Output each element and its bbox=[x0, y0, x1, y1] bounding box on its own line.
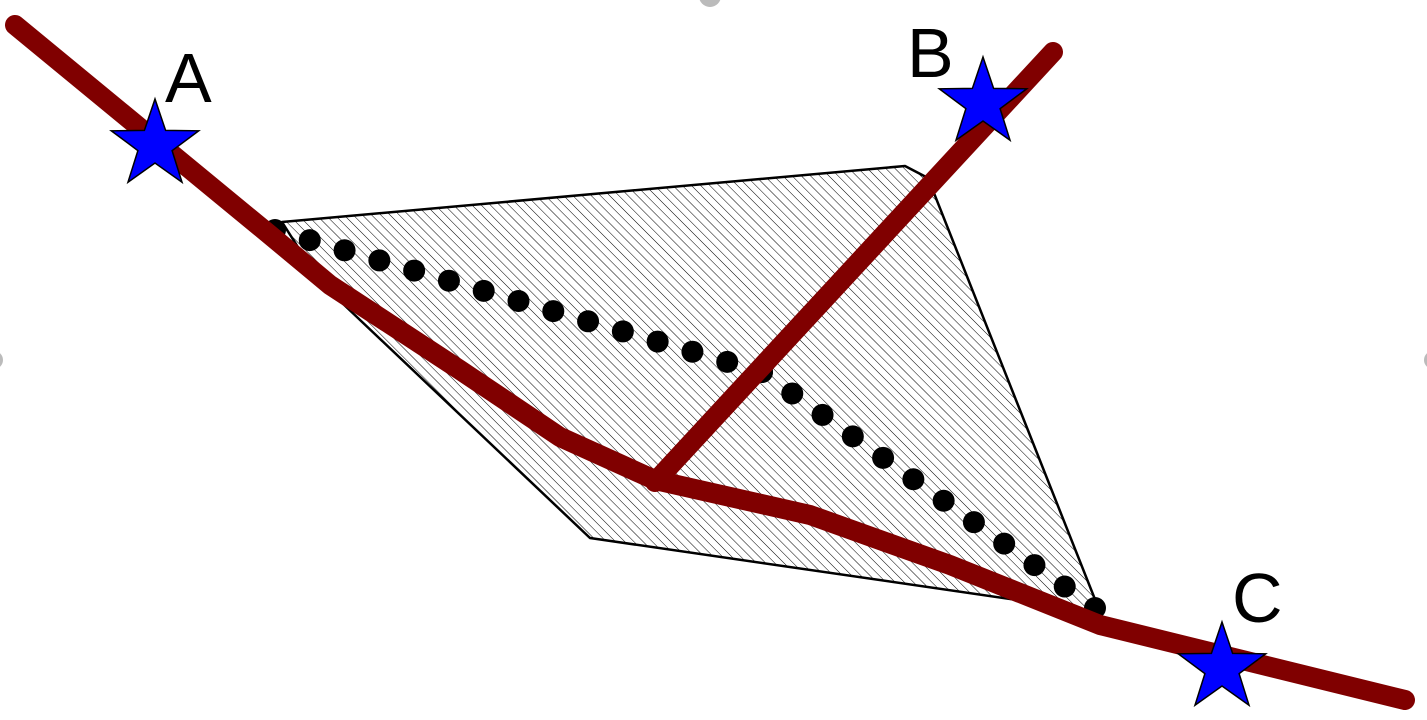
star-icon-b bbox=[937, 54, 1029, 143]
path-dot bbox=[298, 229, 321, 252]
path-dot bbox=[472, 279, 495, 302]
path-dot bbox=[368, 249, 391, 272]
path-dot bbox=[333, 239, 356, 262]
edge-handle-top bbox=[699, 0, 721, 7]
path-dot bbox=[1053, 575, 1076, 598]
path-dot bbox=[872, 446, 895, 469]
path-dot bbox=[932, 489, 955, 512]
path-dot bbox=[542, 300, 565, 323]
edge-handle-right bbox=[1424, 353, 1427, 367]
path-dot bbox=[577, 310, 600, 333]
path-dot bbox=[841, 425, 864, 448]
path-dot bbox=[681, 340, 704, 363]
label-b: B bbox=[907, 14, 954, 92]
path-dot bbox=[811, 403, 834, 426]
path-dot bbox=[902, 468, 925, 491]
star-icon-c bbox=[1176, 619, 1268, 708]
path-dot bbox=[507, 290, 530, 312]
edge-handle-left bbox=[0, 353, 3, 367]
label-c: C bbox=[1232, 559, 1283, 637]
path-dot bbox=[993, 532, 1016, 555]
path-dot bbox=[1023, 554, 1046, 577]
path-dot bbox=[403, 259, 426, 282]
hatched-region bbox=[280, 164, 1102, 614]
path-dot bbox=[716, 350, 739, 373]
path-dot bbox=[781, 382, 804, 405]
dotted-path bbox=[264, 219, 1106, 619]
path-dot bbox=[437, 269, 460, 292]
path-dot bbox=[646, 330, 669, 353]
star-icon-a bbox=[109, 96, 201, 185]
path-dot bbox=[611, 320, 634, 343]
path-dot bbox=[962, 511, 985, 534]
label-a: A bbox=[165, 39, 212, 117]
route-line-main bbox=[5, 15, 1415, 710]
